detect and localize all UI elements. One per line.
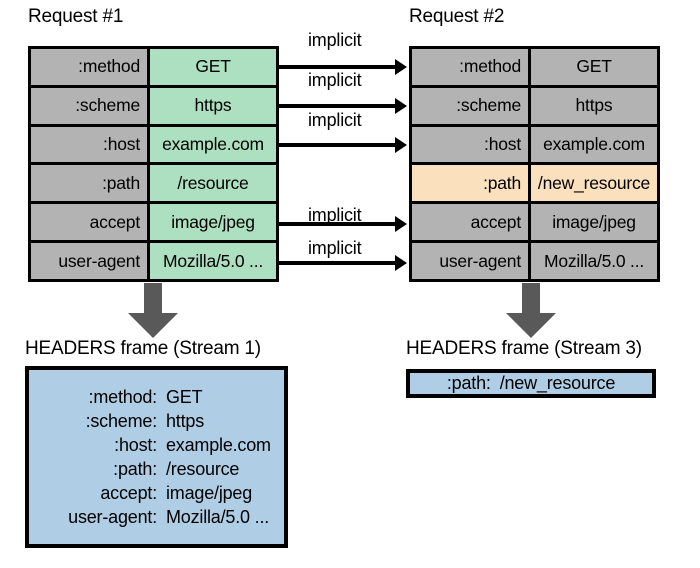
header-value: image/jpeg: [166, 482, 253, 503]
header-name-cell: :method: [31, 49, 150, 85]
header-value: example.com: [166, 434, 271, 455]
header-name-cell: :path: [31, 165, 150, 202]
header-value: GET: [166, 386, 203, 407]
header-name-cell: :scheme: [412, 87, 531, 124]
request-2-table: :method GET :scheme https :host example.…: [409, 46, 660, 282]
header-key: :method:: [88, 386, 158, 407]
table-row: :scheme https: [31, 87, 276, 127]
list-item: :path: /resource: [29, 457, 284, 481]
header-name-cell: accept: [31, 204, 150, 241]
table-row: :host example.com: [412, 126, 657, 166]
flow-arrow-down-right: [504, 283, 558, 339]
list-item: user-agent: Mozilla/5.0 ...: [29, 505, 284, 529]
header-value-cell: https: [531, 87, 657, 124]
header-value-cell: https: [150, 87, 276, 124]
headers-frame-1-box: :method: GET :scheme: https :host: examp…: [25, 366, 288, 548]
list-item: accept: image/jpeg: [29, 481, 284, 505]
header-value: /new_resource: [499, 373, 616, 393]
implicit-arrow-host: [279, 137, 407, 153]
header-key: :host:: [114, 434, 157, 455]
header-value-cell: GET: [150, 49, 276, 85]
implicit-label-method: implicit: [308, 30, 362, 50]
header-value-cell: image/jpeg: [531, 204, 657, 241]
implicit-arrow-accept: [279, 216, 407, 232]
header-name-cell: :path: [412, 165, 531, 202]
headers-frame-2-box: :path: /new_resource: [406, 369, 656, 398]
implicit-label-host: implicit: [308, 110, 362, 130]
header-name-cell: user-agent: [412, 243, 531, 279]
table-row: user-agent Mozilla/5.0 ...: [31, 243, 276, 279]
headers-frame-2-title: HEADERS frame (Stream 3): [406, 338, 642, 359]
list-item: :method: GET: [29, 385, 284, 409]
table-row: :scheme https: [412, 87, 657, 127]
list-item: :host: example.com: [29, 433, 284, 457]
implicit-label-accept: implicit: [308, 205, 362, 225]
request-1-table: :method GET :scheme https :host example.…: [28, 46, 279, 282]
request-1-title: Request #1: [28, 6, 124, 27]
list-item: :scheme: https: [29, 409, 284, 433]
header-name-cell: accept: [412, 204, 531, 241]
request-2-title: Request #2: [409, 6, 505, 27]
header-name-cell: :scheme: [31, 87, 150, 124]
header-value: https: [166, 410, 205, 431]
table-row-highlighted: :path /new_resource: [412, 165, 657, 205]
table-row: :host example.com: [31, 126, 276, 166]
header-value-cell: Mozilla/5.0 ...: [531, 243, 657, 279]
header-value-cell: example.com: [150, 126, 276, 163]
header-value-cell: Mozilla/5.0 ...: [150, 243, 276, 279]
table-row: :path /resource: [31, 165, 276, 205]
header-name-cell: :method: [412, 49, 531, 85]
header-name-cell: :host: [412, 126, 531, 163]
header-key: accept:: [100, 482, 157, 503]
header-value: Mozilla/5.0 ...: [166, 506, 270, 527]
header-name-cell: user-agent: [31, 243, 150, 279]
header-value-cell: example.com: [531, 126, 657, 163]
flow-arrow-down-left: [126, 283, 180, 339]
headers-frame-1-title: HEADERS frame (Stream 1): [25, 338, 261, 359]
header-key: user-agent:: [68, 506, 157, 527]
header-value-cell: GET: [531, 49, 657, 85]
table-row: accept image/jpeg: [412, 204, 657, 244]
header-key: :path:: [113, 458, 157, 479]
implicit-label-scheme: implicit: [308, 70, 362, 90]
header-key: :scheme:: [85, 410, 158, 431]
implicit-arrow-user-agent: [279, 255, 407, 271]
implicit-arrow-scheme: [279, 98, 407, 114]
implicit-label-user-agent: implicit: [308, 238, 362, 258]
list-item: :path: /new_resource: [410, 373, 652, 393]
table-row: :method GET: [412, 49, 657, 88]
header-value-cell: /new_resource: [531, 165, 657, 202]
header-value-cell: image/jpeg: [150, 204, 276, 241]
header-value-cell: /resource: [150, 165, 276, 202]
header-name-cell: :host: [31, 126, 150, 163]
implicit-arrow-method: [279, 59, 407, 75]
table-row: accept image/jpeg: [31, 204, 276, 244]
table-row: user-agent Mozilla/5.0 ...: [412, 243, 657, 279]
header-value: /resource: [166, 458, 240, 479]
header-key: :path:: [446, 373, 491, 393]
table-row: :method GET: [31, 49, 276, 88]
